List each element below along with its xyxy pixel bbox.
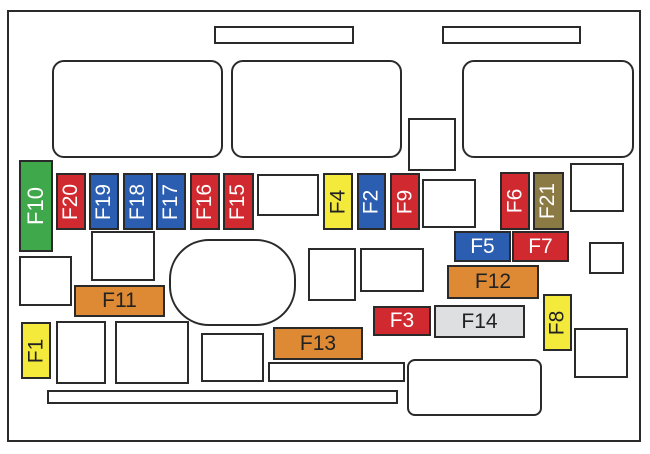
fuse-f11: F11: [74, 285, 165, 317]
slot: [574, 328, 628, 378]
fuse-label: F6: [502, 188, 526, 214]
slot: [214, 26, 354, 44]
fuse-f17: F17: [156, 173, 186, 230]
fuse-label: F7: [528, 234, 553, 258]
fuse-label: F5: [470, 234, 495, 258]
fuse-label: F17: [159, 183, 182, 220]
fuse-f5: F5: [454, 231, 511, 262]
slot: [268, 362, 405, 382]
fuse-f14: F14: [434, 305, 525, 338]
slot: [422, 179, 476, 228]
fuse-label: F21: [536, 182, 560, 220]
fuse-label: F18: [126, 183, 149, 220]
fuse-label: F16: [193, 183, 216, 220]
fuse-f19: F19: [89, 173, 119, 230]
fuse-f4: F4: [323, 173, 353, 230]
fuse-label: F20: [59, 183, 82, 220]
fuse-f15: F15: [223, 173, 254, 230]
fuse-label: F15: [226, 183, 250, 220]
fuse-f7: F7: [512, 231, 569, 262]
slot: [19, 256, 72, 306]
fuse-f1: F1: [21, 322, 51, 379]
relay: [407, 359, 542, 416]
fuse-f12: F12: [447, 265, 539, 299]
fuse-f9: F9: [390, 173, 420, 230]
fuse-f20: F20: [56, 173, 86, 230]
fuse-f21: F21: [533, 172, 564, 230]
relay: [52, 60, 223, 158]
relay-round: [169, 239, 296, 326]
fuse-label: F2: [359, 189, 383, 214]
fuse-f3: F3: [373, 306, 431, 336]
slot: [257, 174, 319, 216]
fuse-label: F13: [299, 331, 337, 355]
relay: [462, 60, 634, 158]
fuse-label: F12: [474, 270, 512, 293]
slot: [91, 231, 155, 281]
fuse-label: F4: [325, 189, 349, 214]
fuse-label: F11: [102, 289, 137, 312]
fuse-f10: F10: [19, 160, 53, 252]
slot: [201, 333, 264, 382]
slot: [47, 390, 398, 404]
fuse-label: F3: [389, 309, 415, 332]
slot: [360, 248, 424, 292]
fuse-f13: F13: [273, 327, 363, 360]
slot: [589, 242, 624, 274]
slot: [570, 163, 624, 212]
slot: [115, 321, 189, 384]
fuse-label: F9: [392, 189, 416, 214]
slot: [408, 118, 456, 171]
fuse-box-outline: [7, 10, 641, 442]
fuse-label: F8: [545, 310, 569, 335]
fuse-label: F14: [461, 309, 498, 333]
slot: [442, 26, 581, 44]
fuse-f16: F16: [190, 173, 220, 230]
relay: [231, 60, 402, 158]
slot: [308, 248, 356, 301]
fuse-f6: F6: [500, 172, 530, 230]
fuse-label: F10: [23, 187, 49, 225]
slot: [56, 321, 106, 384]
fuse-f18: F18: [123, 173, 153, 230]
fuse-f2: F2: [357, 173, 386, 230]
fuse-label: F1: [23, 338, 47, 363]
fuse-f8: F8: [543, 294, 572, 351]
fuse-label: F19: [92, 183, 115, 220]
